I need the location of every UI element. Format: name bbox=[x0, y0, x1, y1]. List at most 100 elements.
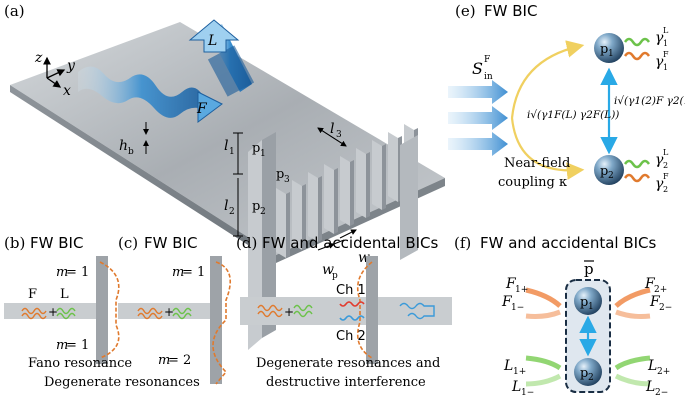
dim-l3-sub: 3 bbox=[336, 130, 342, 140]
d-mode-profile bbox=[356, 261, 373, 359]
f-sphere-p1 bbox=[574, 287, 602, 315]
panel-c-label: (c) bbox=[118, 234, 138, 252]
f-L2p: L bbox=[647, 358, 657, 374]
fin-side bbox=[308, 172, 318, 242]
f-arrow-L2-back bbox=[614, 373, 651, 387]
plate-p1: p bbox=[252, 141, 260, 156]
plate-p3: p bbox=[276, 167, 284, 182]
dim-l2-sub: 2 bbox=[229, 207, 235, 217]
decay-orange-1 bbox=[623, 51, 651, 61]
fin bbox=[286, 192, 290, 258]
d-caption-2: destructive interference bbox=[266, 375, 426, 390]
d-ch2-wave bbox=[339, 315, 365, 321]
decay-green-2 bbox=[623, 159, 651, 169]
d-slab bbox=[366, 256, 378, 364]
near-field-line2: coupling κ bbox=[498, 175, 567, 190]
d-right-wave bbox=[399, 302, 435, 320]
vertical-slab bbox=[262, 132, 276, 338]
f-sphere-p2 bbox=[574, 358, 602, 386]
coupling-left: i√(γ1F(L) γ2F(L)) bbox=[527, 109, 619, 121]
f-L1m: L bbox=[511, 379, 521, 395]
plate-p3-sub: 3 bbox=[284, 175, 290, 185]
b-mode-profile bbox=[99, 261, 120, 359]
svg-text:2−: 2− bbox=[659, 303, 672, 313]
f-arrow-F2-back bbox=[615, 309, 651, 319]
b-m-top: m bbox=[56, 265, 68, 280]
panel-e-title: FW BIC bbox=[484, 2, 537, 20]
dim-wp-main: w bbox=[322, 262, 334, 278]
b-waveguide bbox=[4, 303, 108, 319]
sphere-p2 bbox=[594, 155, 624, 185]
dim-wp-sub: p bbox=[332, 271, 338, 281]
f-p1-sub: 1 bbox=[588, 302, 594, 312]
plate-p2-sub: 2 bbox=[260, 207, 266, 217]
svg-text:in: in bbox=[484, 72, 493, 82]
f-arrow-F2 bbox=[614, 287, 651, 308]
panel-d: (d) FW and accidental BICs + Ch 1 Ch 2 D… bbox=[236, 234, 452, 390]
svg-text:γ: γ bbox=[655, 30, 664, 46]
input-arrow-1 bbox=[448, 80, 508, 104]
fin bbox=[350, 160, 354, 226]
panel-b-label: (b) bbox=[4, 234, 25, 252]
axes: z y x bbox=[34, 50, 76, 99]
sphere-p1 bbox=[594, 33, 624, 63]
fin bbox=[334, 168, 338, 234]
fin-side bbox=[324, 164, 334, 234]
svg-text:2+: 2+ bbox=[657, 367, 670, 377]
f-pbar: p bbox=[584, 260, 594, 278]
b-m-bot: m bbox=[56, 338, 68, 353]
dim-l3: l 3 bbox=[317, 121, 347, 147]
d-caption-1: Degenerate resonances and bbox=[256, 356, 440, 371]
svg-text:γ: γ bbox=[655, 152, 664, 168]
fin bbox=[366, 152, 370, 218]
panel-a: (a) z y x F bbox=[4, 2, 445, 350]
e-p2-sub: 2 bbox=[608, 171, 614, 181]
panel-f-label: (f) bbox=[454, 234, 471, 252]
input-arrow-3 bbox=[448, 132, 508, 156]
d-plus: + bbox=[284, 305, 294, 319]
dim-l2-main: l bbox=[224, 198, 228, 214]
c-plus: + bbox=[164, 305, 174, 319]
dim-hb-sub: b bbox=[128, 147, 134, 157]
d-waveguide bbox=[240, 297, 452, 325]
panel-b: (b) FW BIC + F L m = 1 m = 1 Fano resona… bbox=[4, 234, 132, 371]
panel-c-title: FW BIC bbox=[144, 234, 197, 252]
f-F1m: F bbox=[501, 294, 513, 310]
c-m-bot: m bbox=[158, 353, 170, 368]
svg-text:S: S bbox=[472, 59, 483, 78]
f-F1p: F bbox=[505, 276, 517, 292]
panel-c: (c) FW BIC + m = 1 m = 2 bbox=[118, 234, 232, 385]
dim-l1-l2: l 1 l 2 bbox=[224, 132, 243, 237]
panel-e-label: (e) bbox=[455, 2, 476, 20]
panel-d-title: FW and accidental BICs bbox=[262, 234, 439, 252]
b-wave-L bbox=[56, 307, 76, 320]
f-p2: p bbox=[580, 366, 588, 381]
e-p1: p bbox=[600, 42, 608, 57]
base-plate-front bbox=[10, 85, 276, 263]
f-F2p: F bbox=[644, 276, 656, 292]
d-wave-L bbox=[293, 304, 313, 318]
e-p1-sub: 1 bbox=[608, 49, 614, 59]
f-p1: p bbox=[580, 295, 588, 310]
svg-text:2−: 2− bbox=[655, 388, 668, 398]
c-wave-L bbox=[172, 307, 192, 320]
b-caption: Fano resonance bbox=[28, 356, 132, 371]
plate-p1-sub: 1 bbox=[260, 149, 266, 159]
f-L2m: L bbox=[645, 379, 655, 395]
svg-text:F: F bbox=[663, 50, 669, 59]
b-m-bot-val: = 1 bbox=[66, 338, 89, 353]
b-slab bbox=[96, 256, 108, 364]
coupling-right: i√(γ1(2)F γ2(1)L) bbox=[614, 95, 685, 107]
fin bbox=[302, 184, 306, 250]
plate-p2: p bbox=[252, 199, 260, 214]
d-ch1-wave bbox=[339, 301, 365, 307]
c-m-top: m bbox=[172, 265, 184, 280]
dim-l1-main: l bbox=[224, 138, 228, 154]
panel-b-title: FW BIC bbox=[30, 234, 83, 252]
f-arrow-L2 bbox=[614, 355, 651, 371]
panel-d-label: (d) bbox=[236, 234, 257, 252]
svg-text:2: 2 bbox=[663, 161, 668, 170]
fin-side bbox=[356, 148, 366, 218]
svg-text:γ: γ bbox=[655, 176, 664, 192]
